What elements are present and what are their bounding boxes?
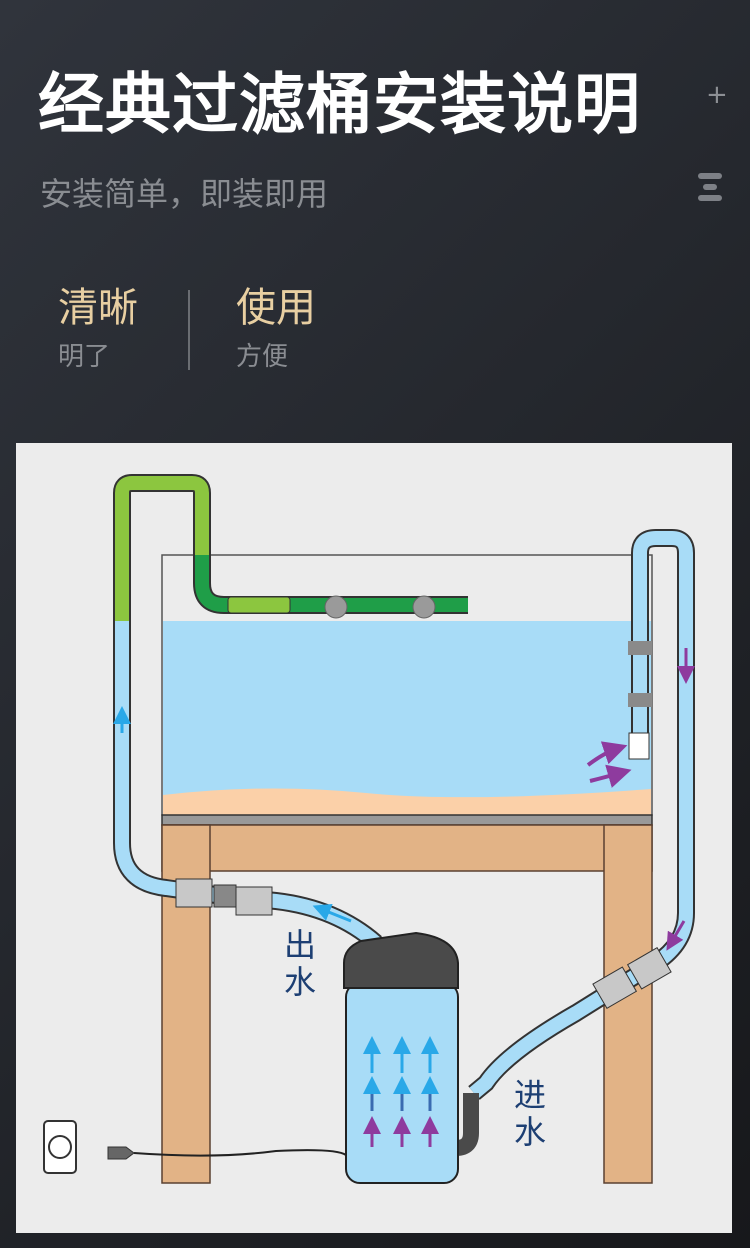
feature-title: 清晰: [58, 285, 138, 331]
power-outlet-icon: [43, 1120, 77, 1174]
intake-pipe: [446, 529, 695, 1156]
plus-icon[interactable]: +: [706, 80, 728, 110]
menu-icon[interactable]: [698, 173, 722, 206]
page-subtitle: 安装简单，即装即用: [40, 175, 329, 213]
feature-subtitle: 明了: [58, 342, 111, 372]
power-plug-icon: [107, 1146, 347, 1160]
outlet-spray-bar: [113, 474, 468, 621]
diagram-illustration: [43, 474, 695, 1184]
outlet-label: 出 水: [283, 926, 316, 1001]
feature-easy-use: 使用 方便: [236, 288, 316, 370]
canister-filter: [343, 931, 459, 1184]
feature-title: 使用: [236, 285, 316, 331]
feature-clear: 清晰 明了: [58, 288, 138, 370]
page-title: 经典过滤桶安装说明: [38, 66, 641, 143]
feature-divider: [188, 290, 190, 370]
feature-subtitle: 方便: [236, 342, 289, 372]
aquarium-tank: [161, 554, 653, 826]
outlet-hose: [113, 621, 382, 950]
inlet-label: 进 水: [513, 1076, 546, 1151]
installation-diagram: 出 水 进 水: [16, 443, 732, 1233]
